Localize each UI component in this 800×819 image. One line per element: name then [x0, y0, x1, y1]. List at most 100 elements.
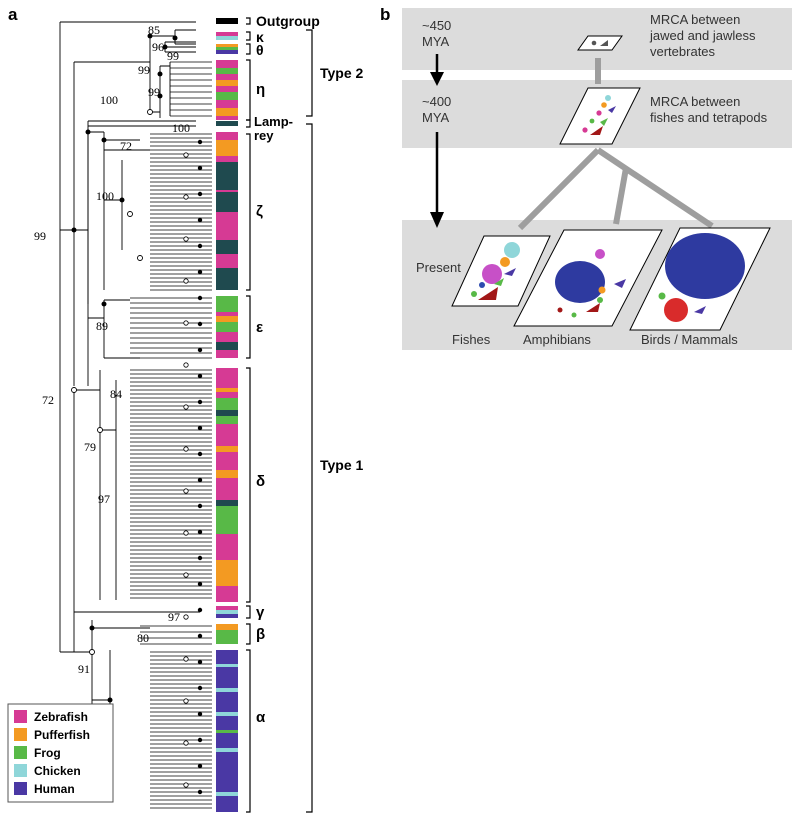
- tree-node: [197, 737, 203, 743]
- tree-node: [183, 698, 189, 704]
- bootstrap-label: 99: [167, 49, 179, 63]
- species-strip-segment: [216, 296, 238, 312]
- species-strip-segment: [216, 452, 238, 470]
- tree-node: [197, 295, 203, 301]
- species-strip-segment: [216, 350, 238, 358]
- species-strip-segment: [216, 50, 238, 54]
- bootstrap-label: 97: [168, 610, 180, 624]
- tree-node: [183, 152, 189, 158]
- species-strip-segment: [216, 342, 238, 350]
- species-strip-segment: [216, 86, 238, 92]
- tree-node: [197, 373, 203, 379]
- species-strip-segment: [216, 92, 238, 100]
- mrca-fishes-line1: MRCA between: [650, 94, 740, 109]
- tree-node: [197, 243, 203, 249]
- species-strip-segment: [216, 47, 238, 50]
- species-strip-segment: [216, 614, 238, 618]
- group-label-amphibians: Amphibians: [523, 332, 591, 347]
- tree-node: [157, 93, 163, 99]
- tree-node: [197, 633, 203, 639]
- tree-node: [197, 711, 203, 717]
- bootstrap-label: 99: [138, 63, 150, 77]
- bootstrap-label: 99: [34, 229, 46, 243]
- tree-node: [183, 362, 189, 368]
- tree-node: [183, 572, 189, 578]
- mrca-fishes-card: [559, 87, 641, 145]
- species-strip-segment: [216, 108, 238, 116]
- species-strip-segment: [216, 534, 238, 560]
- tree-node: [183, 782, 189, 788]
- tree-node: [197, 399, 203, 405]
- phylogenetic-tree: [59, 21, 212, 809]
- species-strip-segment: [216, 712, 238, 716]
- tree-node: [183, 446, 189, 452]
- tree-node-open: [147, 109, 153, 115]
- species-strip-segment: [216, 500, 238, 506]
- clade-label-delta: δ: [256, 473, 265, 490]
- species-strip-segment: [216, 32, 238, 36]
- tree-node: [197, 347, 203, 353]
- species-color-strip: [216, 18, 238, 812]
- species-strip-segment: [216, 312, 238, 316]
- bootstrap-label: 96: [152, 40, 164, 54]
- tree-node-open: [137, 255, 143, 261]
- tree-node: [157, 71, 163, 77]
- bootstrap-label: 72: [120, 139, 132, 153]
- species-strip-segment: [216, 586, 238, 602]
- birds-mammals-card: [629, 227, 771, 331]
- bootstrap-label: 84: [110, 387, 122, 401]
- tree-node: [197, 529, 203, 535]
- species-strip-segment: [216, 132, 238, 140]
- species-strip-segment: [216, 18, 238, 24]
- species-strip-segment: [216, 664, 238, 667]
- time-450: ~450: [422, 18, 451, 33]
- mrca-jawed-line3: vertebrates: [650, 44, 716, 59]
- tree-node-open: [71, 387, 77, 393]
- tree-node: [197, 139, 203, 145]
- tree-node: [197, 685, 203, 691]
- panel-a-label: a: [8, 5, 18, 24]
- species-strip-segment: [216, 416, 238, 424]
- tree-node: [71, 227, 77, 233]
- species-strip-segment: [216, 368, 238, 388]
- time-400-unit: MYA: [422, 110, 450, 125]
- legend-swatch: [14, 782, 27, 795]
- species-strip-segment: [216, 268, 238, 290]
- tree-node: [197, 607, 203, 613]
- species-strip-segment: [216, 100, 238, 108]
- clade-label-alpha: α: [256, 709, 266, 726]
- clade-label-lamprey: Lamp-: [254, 114, 293, 129]
- clade-label-theta: θ: [256, 42, 264, 58]
- species-strip-segment: [216, 60, 238, 68]
- tree-node: [197, 451, 203, 457]
- mrca-jawed-line2: jawed and jawless: [649, 28, 756, 43]
- species-strip-segment: [216, 80, 238, 86]
- legend-label: Human: [34, 782, 75, 796]
- tree-node: [197, 217, 203, 223]
- bootstrap-label: 91: [78, 662, 90, 676]
- species-strip-segment: [216, 630, 238, 644]
- legend-swatch: [14, 728, 27, 741]
- clade-label-zeta: ζ: [256, 203, 263, 220]
- tree-node: [197, 555, 203, 561]
- species-strip-segment: [216, 388, 238, 392]
- tree-node: [89, 625, 95, 631]
- clade-label-kappa: κ: [256, 29, 264, 45]
- species-strip-segment: [216, 624, 238, 630]
- species-strip-segment: [216, 121, 238, 126]
- tree-node-open: [127, 211, 133, 217]
- panel-b-label: b: [380, 5, 390, 24]
- bootstrap-label: 80: [137, 631, 149, 645]
- species-strip-segment: [216, 190, 238, 192]
- bootstrap-label: 99: [148, 85, 160, 99]
- tree-nodes: [71, 33, 203, 795]
- legend-swatch: [14, 746, 27, 759]
- bootstrap-label: 79: [84, 440, 96, 454]
- clade-label-outgroup: Outgroup: [256, 13, 320, 29]
- time-450-unit: MYA: [422, 34, 450, 49]
- species-strip-segment: [216, 792, 238, 796]
- type1-label: Type 1: [320, 457, 364, 473]
- tree-node: [197, 477, 203, 483]
- tree-node: [197, 165, 203, 171]
- tree-node: [183, 614, 189, 620]
